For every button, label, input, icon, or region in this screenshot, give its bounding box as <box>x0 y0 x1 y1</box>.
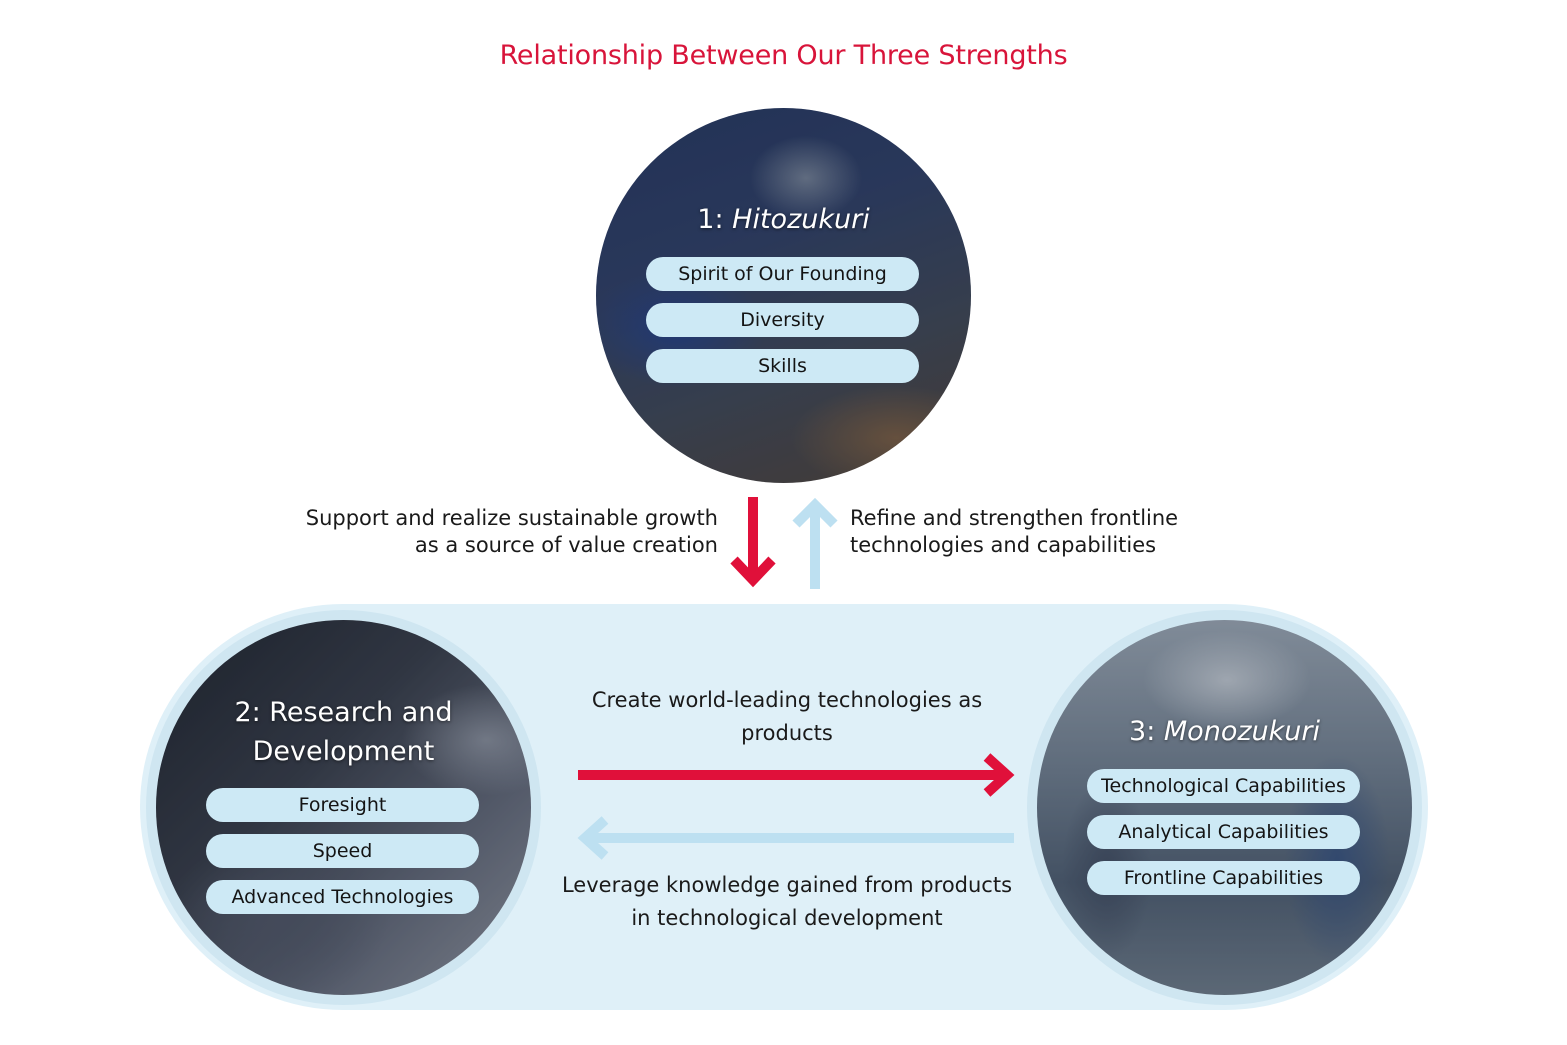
right-arrow <box>578 753 1015 797</box>
rnd-title-line2: Development <box>252 736 435 767</box>
hitozukuri-circle: 1: Hitozukuri Spirit of Our Founding Div… <box>596 108 971 483</box>
rnd-circle: 2: Research and Development Foresight Sp… <box>156 620 531 995</box>
rnd-item: Advanced Technologies <box>206 880 479 914</box>
down-flow-line2: as a source of value creation <box>414 533 718 557</box>
monozukuri-item: Frontline Capabilities <box>1087 861 1360 895</box>
up-arrow <box>792 497 838 589</box>
hitozukuri-item: Skills <box>646 349 919 383</box>
right-flow-label: Create world-leading technologies as pro… <box>560 684 1014 750</box>
left-flow-line1: Leverage knowledge gained from products <box>561 873 1013 897</box>
hitozukuri-name: Hitozukuri <box>732 204 870 235</box>
rnd-items: Foresight Speed Advanced Technologies <box>206 788 479 926</box>
monozukuri-number: 3: <box>1129 716 1156 747</box>
monozukuri-photo <box>1037 620 1412 995</box>
hitozukuri-items: Spirit of Our Founding Diversity Skills <box>646 257 919 395</box>
monozukuri-circle: 3: Monozukuri Technological Capabilities… <box>1037 620 1412 995</box>
up-flow-line2: technologies and capabilities <box>850 533 1157 557</box>
up-flow-line1: Refine and strengthen frontline <box>850 506 1179 530</box>
hitozukuri-item: Spirit of Our Founding <box>646 257 919 291</box>
rnd-item: Foresight <box>206 788 479 822</box>
monozukuri-name: Monozukuri <box>1163 716 1320 747</box>
down-flow-line1: Support and realize sustainable growth <box>305 506 718 530</box>
monozukuri-item: Technological Capabilities <box>1087 769 1360 803</box>
rnd-title-line1: 2: Research and <box>234 697 453 728</box>
hitozukuri-item: Diversity <box>646 303 919 337</box>
diagram-title: Relationship Between Our Three Strengths <box>499 40 1068 71</box>
left-arrow <box>577 816 1014 860</box>
rnd-title: 2: Research and Development <box>156 693 531 771</box>
right-flow-line1: Create world-leading technologies as <box>591 688 983 712</box>
left-flow-line2: in technological development <box>631 906 943 930</box>
hitozukuri-title: 1: Hitozukuri <box>596 200 971 239</box>
down-arrow <box>730 497 776 588</box>
hitozukuri-photo <box>596 108 971 483</box>
monozukuri-title: 3: Monozukuri <box>1037 712 1412 751</box>
hitozukuri-number: 1: <box>697 204 724 235</box>
right-flow-line2: products <box>741 721 833 745</box>
down-flow-label: Support and realize sustainable growth a… <box>250 505 718 559</box>
monozukuri-item: Analytical Capabilities <box>1087 815 1360 849</box>
up-flow-label: Refine and strengthen frontline technolo… <box>850 505 1270 559</box>
rnd-item: Speed <box>206 834 479 868</box>
monozukuri-items: Technological Capabilities Analytical Ca… <box>1087 769 1360 907</box>
left-flow-label: Leverage knowledge gained from products … <box>560 869 1014 935</box>
